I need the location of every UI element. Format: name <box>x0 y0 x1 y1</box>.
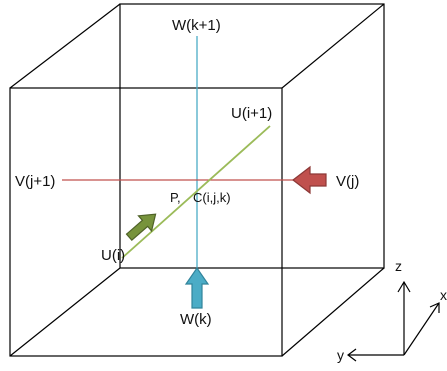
u-plus-label: U(i+1) <box>231 105 272 122</box>
w-bottom-label: W(k) <box>180 311 212 328</box>
point-p-label: P, <box>170 190 181 205</box>
v-right-label: V(j) <box>336 173 359 190</box>
x-axis-label: x <box>440 287 447 303</box>
w-top-label: W(k+1) <box>172 17 221 34</box>
cube-edge-top-right <box>281 3 385 89</box>
cube-edge-bottom-left <box>9 267 121 357</box>
z-axis-label: z <box>395 258 402 274</box>
cube-front-face <box>9 87 283 357</box>
w-arrow <box>184 266 210 309</box>
y-axis-label: y <box>337 347 344 363</box>
u-line <box>121 125 271 259</box>
u-minus-label: U(i) <box>101 247 125 264</box>
cube-edge-bottom-right <box>281 267 385 357</box>
center-label: C(i,j,k) <box>193 190 231 205</box>
u-arrow <box>125 213 157 242</box>
v-left-label: V(j+1) <box>15 173 55 190</box>
cube-edge-top-left <box>9 3 121 89</box>
cube-back-face <box>119 3 385 269</box>
v-arrow <box>292 165 327 195</box>
coordinate-axes <box>347 280 440 362</box>
